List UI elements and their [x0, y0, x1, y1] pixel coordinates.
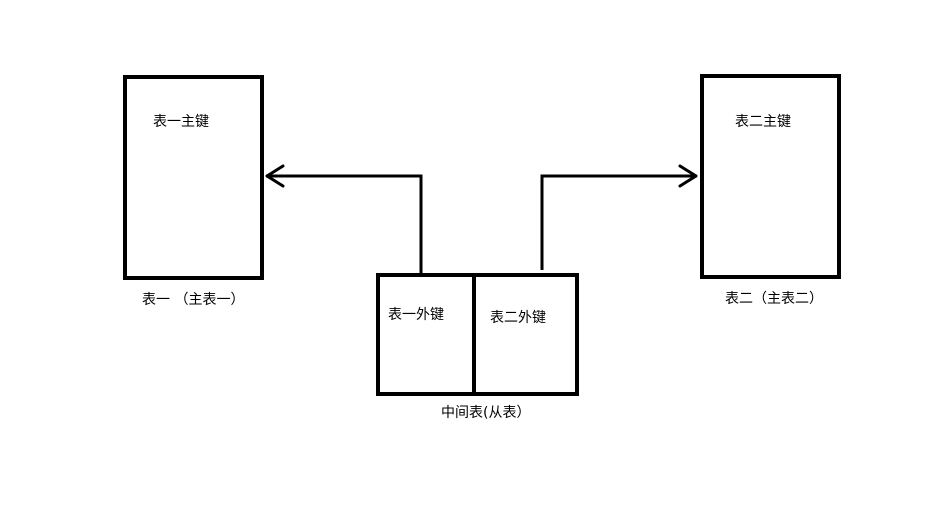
- arrow-fk-one-to-table-one: [266, 174, 423, 273]
- arrow-fk-two-to-table-two: [540, 174, 697, 270]
- junction-table-box: [376, 273, 579, 396]
- junction-foreign-key-one-label: 表一外键: [388, 307, 444, 323]
- junction-table-divider: [472, 273, 476, 396]
- junction-foreign-key-two-label: 表二外键: [490, 310, 546, 326]
- junction-table-caption: 中间表(从表）: [441, 405, 531, 421]
- table-one-caption: 表一 （主表一）: [142, 292, 245, 308]
- table-two-primary-key-label: 表二主键: [735, 114, 791, 130]
- arrowhead-left-icon: [265, 164, 285, 188]
- table-two-box: [700, 74, 841, 279]
- table-one-primary-key-label: 表一主键: [153, 114, 209, 130]
- table-two-caption: 表二（主表二）: [725, 291, 823, 307]
- arrowhead-right-icon: [678, 164, 698, 188]
- table-one-box: [123, 75, 264, 280]
